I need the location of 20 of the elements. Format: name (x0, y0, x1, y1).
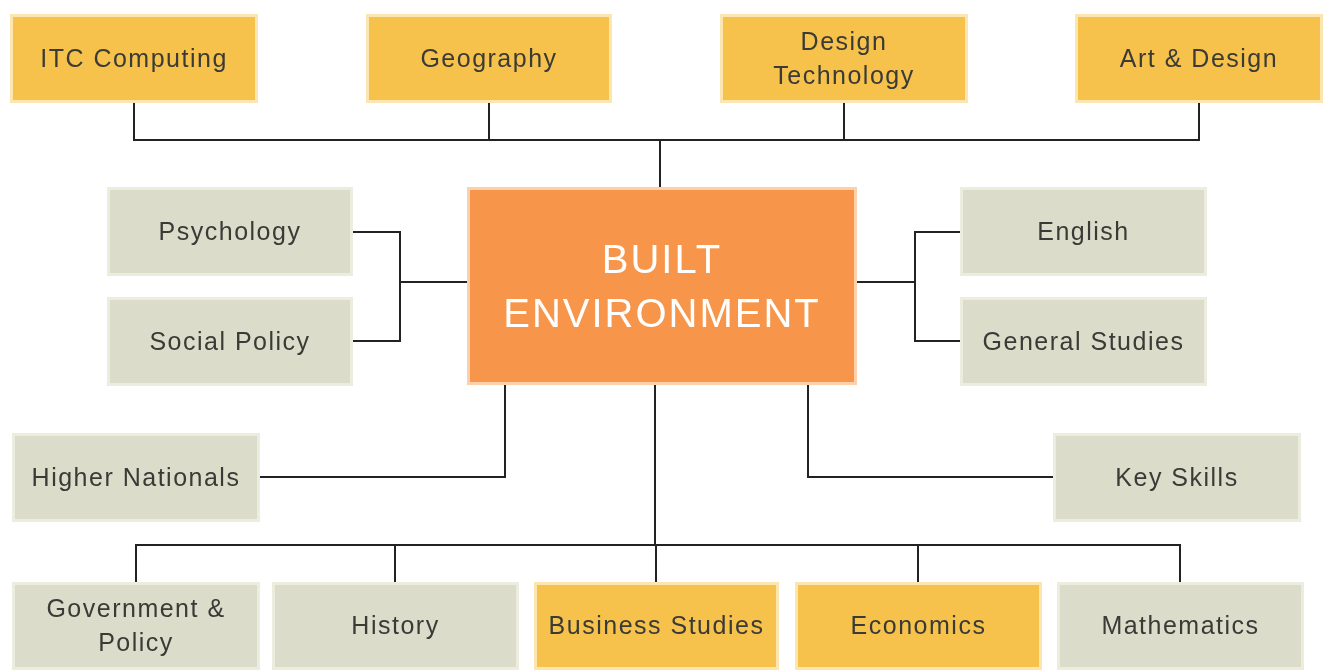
subject-box: Government & Policy (12, 582, 260, 670)
subject-box: Higher Nationals (12, 433, 260, 522)
subject-box: ITC Computing (10, 14, 258, 103)
subject-box: Business Studies (534, 582, 779, 670)
connector-line (352, 281, 468, 342)
subject-box: Art & Design (1075, 14, 1323, 103)
subject-box: Key Skills (1053, 433, 1301, 522)
subject-box: Geography (366, 14, 612, 103)
subject-box: Social Policy (107, 297, 353, 386)
connector-line (807, 384, 1054, 478)
subject-box: Psychology (107, 187, 353, 276)
central-topic-box: BUILT ENVIRONMENT (467, 187, 857, 385)
subject-box: Mathematics (1057, 582, 1304, 670)
connector-line (259, 384, 506, 478)
subject-box: English (960, 187, 1207, 276)
subject-box: History (272, 582, 519, 670)
subject-box: Economics (795, 582, 1042, 670)
connector-line (856, 281, 961, 342)
subject-box: General Studies (960, 297, 1207, 386)
subject-box: Design Technology (720, 14, 968, 103)
